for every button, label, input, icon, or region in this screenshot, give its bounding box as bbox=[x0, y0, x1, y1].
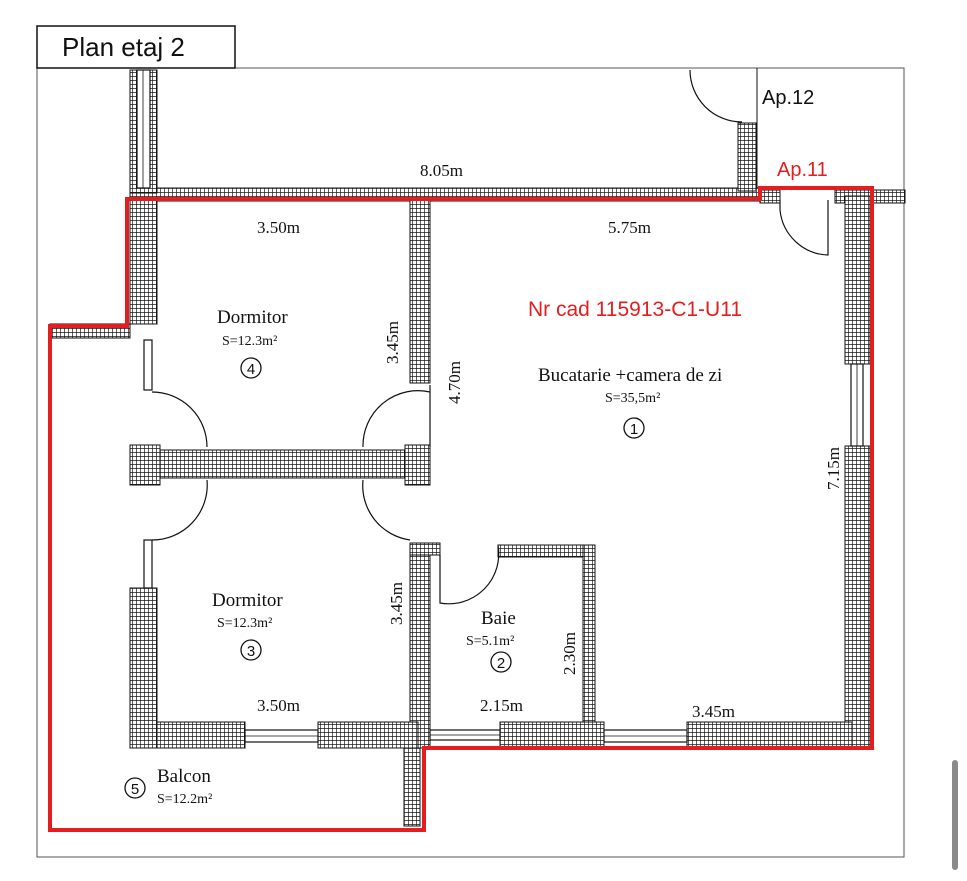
dim-bottom-right: 3.45m bbox=[692, 702, 735, 721]
door-ap12 bbox=[689, 69, 743, 123]
room-number: 2 bbox=[497, 655, 505, 672]
wall-top-right bbox=[759, 189, 781, 204]
room-area: S=5.1m² bbox=[466, 634, 514, 649]
room-number: 4 bbox=[247, 361, 255, 378]
room-number: 3 bbox=[247, 643, 255, 660]
room-bedroom-4: Dormitor S=12.3m² 4 bbox=[217, 307, 288, 379]
dim-right-wall: 7.15m bbox=[824, 447, 843, 490]
wall-right-lower bbox=[844, 445, 871, 749]
wall-bottom-2 bbox=[317, 721, 419, 749]
dim-bedroom3-height: 3.45m bbox=[387, 582, 406, 625]
room-number: 1 bbox=[630, 421, 638, 438]
room-number: 5 bbox=[131, 781, 139, 798]
dim-top-total: 8.05m bbox=[420, 161, 463, 180]
dim-top-right: 5.75m bbox=[608, 218, 651, 237]
doors bbox=[151, 69, 829, 605]
dim-bottom-left: 3.50m bbox=[257, 696, 300, 715]
wall-right-upper bbox=[844, 195, 871, 365]
wall-left-lower bbox=[129, 587, 158, 749]
apartment-outline bbox=[48, 186, 874, 832]
door-entrance-1 bbox=[779, 200, 829, 256]
wall-bath-right bbox=[582, 544, 596, 726]
window-left-low bbox=[143, 539, 153, 589]
door-bedroom3 bbox=[362, 479, 411, 541]
room-number-circle bbox=[240, 357, 262, 379]
room-area: S=12.2m² bbox=[157, 792, 212, 807]
window-left-top bbox=[136, 69, 151, 189]
wall-left-upper bbox=[129, 199, 158, 325]
plan-title: Plan etaj 2 bbox=[62, 32, 185, 62]
room-bedroom-3: Dormitor S=12.3m² 3 bbox=[212, 590, 283, 661]
dim-bath-height: 2.30m bbox=[560, 632, 579, 675]
room-number-circle bbox=[490, 651, 512, 673]
scrollbar-thumb[interactable] bbox=[952, 760, 958, 870]
door-bedroom4-balcony bbox=[151, 391, 208, 448]
windows bbox=[136, 69, 864, 743]
dim-top-left: 3.50m bbox=[257, 218, 300, 237]
room-living-kitchen: Bucatarie +camera de zi S=35,5m² 1 bbox=[538, 365, 722, 439]
door-bedroom3-balcony bbox=[151, 479, 208, 541]
wall-bath-top bbox=[497, 544, 596, 558]
room-number-circle bbox=[240, 639, 262, 661]
door-bath bbox=[439, 544, 500, 605]
title-box bbox=[36, 25, 236, 69]
wall-door-stub-1 bbox=[129, 444, 161, 486]
room-name: Balcon bbox=[157, 766, 211, 787]
wall-mid-upper bbox=[409, 199, 431, 384]
wall-bottom-1 bbox=[156, 721, 246, 749]
window-left-mid bbox=[143, 339, 153, 391]
wall-ap12 bbox=[737, 122, 757, 192]
room-bath: Baie S=5.1m² 2 bbox=[466, 608, 516, 673]
room-area: S=35,5m² bbox=[605, 391, 660, 406]
ap11-label: Ap.11 bbox=[777, 159, 828, 181]
wall-mid-lower-cap bbox=[409, 542, 441, 556]
walls bbox=[49, 69, 906, 827]
ap12-label: Ap.12 bbox=[762, 87, 814, 109]
cadastral-number: Nr cad 115913-C1-U11 bbox=[528, 298, 742, 321]
wall-bottom-4 bbox=[686, 721, 853, 749]
balcony-rail-right bbox=[403, 747, 421, 827]
dim-bedroom4-height: 3.45m bbox=[383, 321, 402, 364]
room-name: Baie bbox=[481, 608, 516, 629]
wall-door-stub-2 bbox=[404, 444, 431, 486]
room-area: S=12.3m² bbox=[217, 616, 272, 631]
room-balcony: 5 Balcon S=12.2m² bbox=[124, 766, 212, 807]
room-number-circle bbox=[124, 777, 146, 799]
room-name: Dormitor bbox=[212, 590, 283, 611]
plan-frame bbox=[36, 67, 905, 858]
door-bedroom4 bbox=[362, 390, 431, 448]
room-number-circle bbox=[623, 417, 645, 439]
room-name: Dormitor bbox=[217, 307, 288, 328]
dim-bottom-mid: 2.15m bbox=[480, 696, 523, 715]
room-name: Bucatarie +camera de zi bbox=[538, 365, 722, 386]
wall-mid-lower bbox=[409, 542, 431, 749]
dim-middle-wall: 4.70m bbox=[445, 361, 464, 404]
room-area: S=12.3m² bbox=[222, 334, 277, 349]
wall-mid-horizontal bbox=[129, 449, 429, 479]
wall-bottom-3 bbox=[499, 721, 605, 749]
